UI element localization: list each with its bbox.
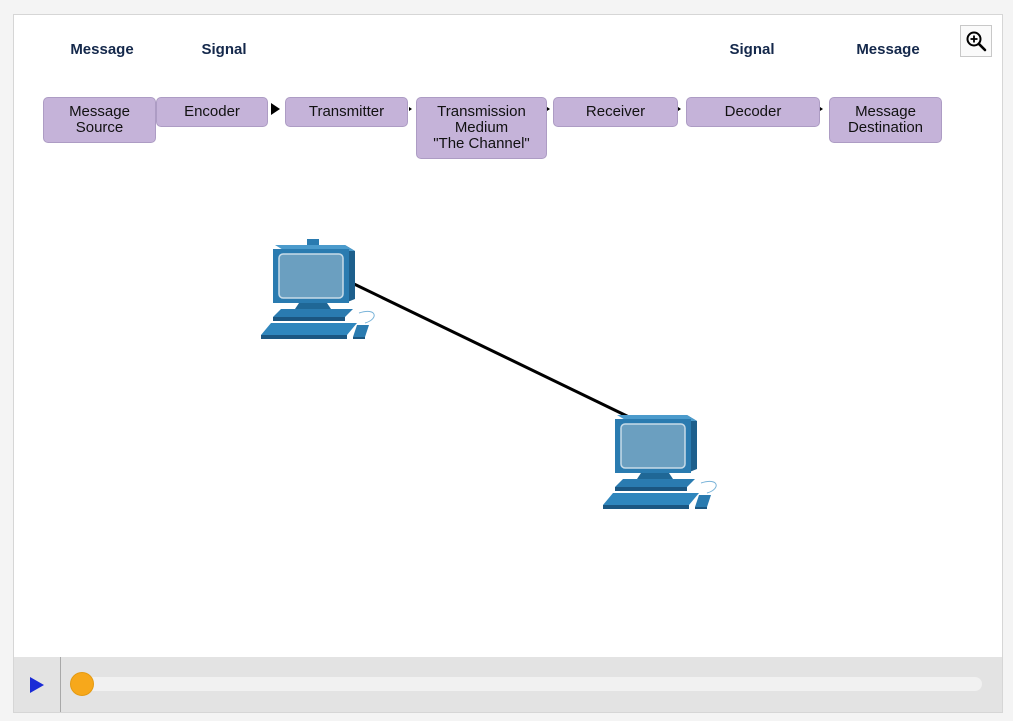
stage-message-destination: Message Destination <box>829 97 942 143</box>
play-button[interactable] <box>14 657 61 712</box>
stage-transmission-medium: Transmission Medium "The Channel" <box>416 97 547 159</box>
slider-thumb[interactable] <box>70 672 94 696</box>
flow-arrow <box>271 103 280 115</box>
flow-arrow <box>409 107 412 111</box>
stage-encoder: Encoder <box>156 97 268 127</box>
zoom-in-icon <box>966 31 987 52</box>
flow-arrow <box>820 107 823 111</box>
stage-receiver: Receiver <box>553 97 678 127</box>
header-message-right: Message <box>856 41 920 58</box>
network-cable <box>351 281 630 419</box>
header-signal-right: Signal <box>729 41 775 58</box>
flow-arrow <box>678 107 681 111</box>
pc-icon[interactable] <box>602 414 717 510</box>
header-signal-left: Signal <box>201 41 247 58</box>
flow-arrow <box>547 107 550 111</box>
header-message-left: Message <box>70 41 134 58</box>
stage-decoder: Decoder <box>686 97 820 127</box>
activity-frame: Message Signal Signal Message Message So… <box>13 14 1003 713</box>
pc-icon[interactable] <box>260 239 375 340</box>
timeline-slider[interactable] <box>70 672 982 696</box>
stage-message-source: Message Source <box>43 97 156 143</box>
play-icon <box>30 676 44 693</box>
network-topology <box>260 239 717 510</box>
stage-transmitter: Transmitter <box>285 97 408 127</box>
playback-bar <box>14 657 1002 712</box>
zoom-in-button[interactable] <box>960 25 992 57</box>
